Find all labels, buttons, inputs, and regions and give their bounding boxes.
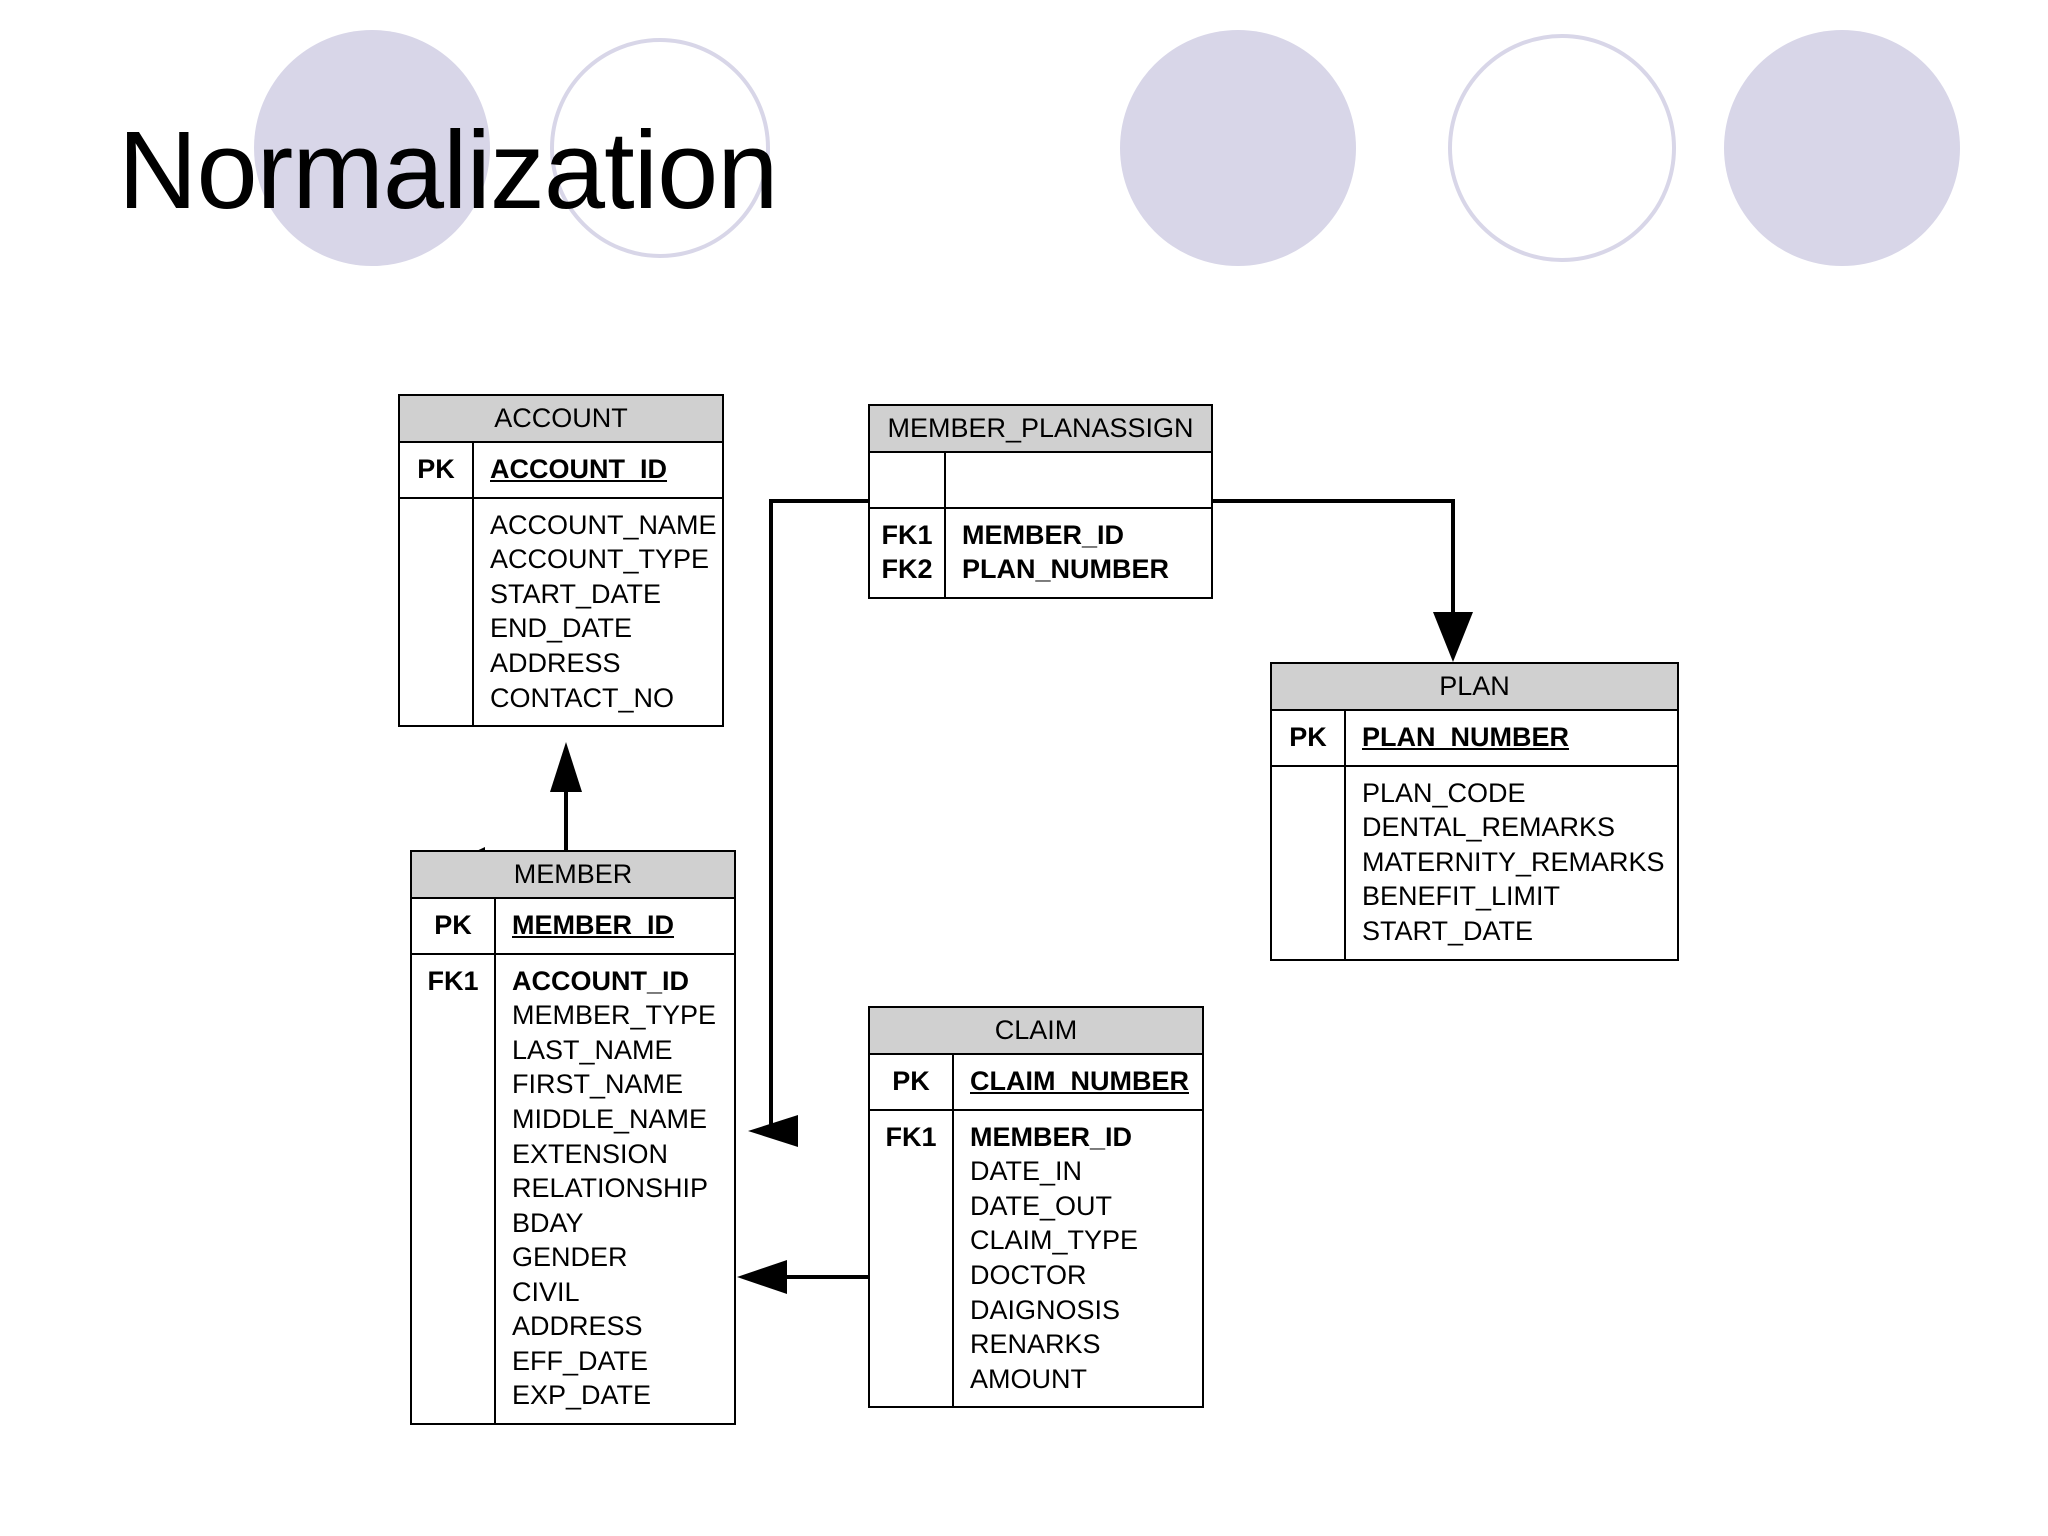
attribute: EXP_DATE [512,1380,652,1411]
attribute: CONTACT_NO [490,682,675,713]
entity-member-title: MEMBER [412,852,734,900]
attribute: BENEFIT_LIMIT [1362,881,1561,912]
attribute: CIVIL [512,1276,580,1307]
attribute: MEMBER_ID [512,910,675,941]
attribute: BDAY [512,1207,584,1238]
attribute: GENDER [512,1242,628,1273]
attribute: MEMBER_ID [962,519,1125,550]
attribute: DATE_IN [970,1156,1083,1187]
entity-plan-attr-keycol [1272,766,1346,959]
entity-claim[interactable]: CLAIM PK CLAIM_NUMBER FK1 MEMBER_ID DATE… [868,1006,1204,1409]
attribute: DENTAL_REMARKS [1362,812,1616,843]
attribute: DATE_OUT [970,1190,1113,1221]
entity-claim-fk-labels: FK1 [870,1110,954,1407]
entity-member-attr-list: ACCOUNT_ID MEMBER_TYPE LAST_NAME FIRST_N… [496,955,734,1423]
entity-account-attr-keycol [400,498,474,726]
connector-member-to-account-line [550,742,582,855]
entity-plan-pk-list: PLAN_NUMBER [1346,711,1677,765]
entity-claim-key-label: PK [870,1055,954,1109]
attribute: PLAN_CODE [1362,777,1526,808]
connector-planassign-to-member [748,499,870,1147]
attribute: MIDDLE_NAME [512,1103,708,1134]
entity-member-planassign-attr-section: FK1 FK2 MEMBER_ID PLAN_NUMBER [870,508,1211,597]
attribute: EFF_DATE [512,1345,649,1376]
attribute: LAST_NAME [512,1034,673,1065]
entity-plan-attr-list: PLAN_CODE DENTAL_REMARKS MATERNITY_REMAR… [1346,767,1677,959]
entity-member-attr-section: FK1 ACCOUNT_ID MEMBER_TYPE LAST_NAME FIR… [412,954,734,1423]
attribute: ACCOUNT_ID [512,965,690,996]
entity-member-key-label: PK [412,899,496,953]
attribute: END_DATE [490,613,633,644]
entity-account-body: PK ACCOUNT_ID ACCOUNT_NAME ACCOUNT_TYPE … [400,443,722,726]
attribute: ACCOUNT_ID [490,454,668,485]
entity-account-key-label: PK [400,443,474,497]
attribute: MEMBER_ID [970,1121,1133,1152]
entity-plan-title: PLAN [1272,664,1677,712]
attribute: START_DATE [1362,915,1534,946]
fk-label: FK1 [427,965,479,996]
attribute: ADDRESS [490,647,621,678]
attribute: DAIGNOSIS [970,1294,1121,1325]
entity-member-planassign-pk-list [946,453,1211,507]
attribute: START_DATE [490,578,662,609]
entity-claim-attr-section: FK1 MEMBER_ID DATE_IN DATE_OUT CLAIM_TYP… [870,1110,1202,1407]
entity-account-attr-section: ACCOUNT_NAME ACCOUNT_TYPE START_DATE END… [400,498,722,726]
entity-member[interactable]: MEMBER PK MEMBER_ID FK1 ACCOUNT_ID MEMBE… [410,850,736,1425]
attribute: MEMBER_TYPE [512,1000,717,1031]
entity-account-key-section: PK ACCOUNT_ID [400,443,722,499]
decor-circle-3 [1120,30,1356,266]
attribute: ACCOUNT_NAME [490,509,717,540]
fk-label: FK1 [881,519,933,550]
attribute: EXTENSION [512,1138,669,1169]
entity-member-planassign-body: FK1 FK2 MEMBER_ID PLAN_NUMBER [870,453,1211,597]
connector-claim-to-member [737,1260,868,1294]
page-title: Normalization [118,109,778,232]
entity-account-title: ACCOUNT [400,396,722,444]
attribute: RENARKS [970,1329,1101,1360]
entity-claim-pk-list: CLAIM_NUMBER [954,1055,1202,1109]
attribute: ADDRESS [512,1311,643,1342]
decor-circle-5 [1724,30,1960,266]
entity-member-fk-labels: FK1 [412,954,496,1423]
decor-circle-2 [550,38,770,258]
entity-member-planassign[interactable]: MEMBER_PLANASSIGN FK1 FK2 MEMBER_ID PLAN… [868,404,1213,599]
attribute: PLAN_NUMBER [962,554,1170,585]
decor-circle-1 [254,30,490,266]
entity-member-planassign-key-section [870,453,1211,509]
entity-member-planassign-key-label [870,453,946,507]
entity-claim-title: CLAIM [870,1008,1202,1056]
entity-member-planassign-attr-list: MEMBER_ID PLAN_NUMBER [946,509,1211,597]
connector-planassign-to-plan [1213,499,1473,662]
entity-member-key-section: PK MEMBER_ID [412,899,734,955]
decor-circle-4 [1448,34,1676,262]
entity-member-planassign-fk-labels: FK1 FK2 [870,508,946,597]
entity-member-body: PK MEMBER_ID FK1 ACCOUNT_ID MEMBER_TYPE … [412,899,734,1423]
entity-member-pk-list: MEMBER_ID [496,899,734,953]
entity-account[interactable]: ACCOUNT PK ACCOUNT_ID ACCOUNT_NAME ACCOU… [398,394,724,728]
entity-claim-attr-list: MEMBER_ID DATE_IN DATE_OUT CLAIM_TYPE DO… [954,1111,1202,1406]
entity-claim-key-section: PK CLAIM_NUMBER [870,1055,1202,1111]
entity-account-attr-list: ACCOUNT_NAME ACCOUNT_TYPE START_DATE END… [474,499,722,725]
fk-label: FK2 [881,554,933,585]
entity-member-planassign-title: MEMBER_PLANASSIGN [870,406,1211,454]
entity-account-pk-list: ACCOUNT_ID [474,443,722,497]
attribute: RELATIONSHIP [512,1173,709,1204]
attribute: CLAIM_TYPE [970,1225,1139,1256]
attribute: MATERNITY_REMARKS [1362,846,1665,877]
entity-plan-key-section: PK PLAN_NUMBER [1272,711,1677,767]
attribute: PLAN_NUMBER [1362,722,1570,753]
attribute: DOCTOR [970,1259,1087,1290]
fk-label: FK1 [885,1121,937,1152]
attribute: FIRST_NAME [512,1069,684,1100]
entity-plan-body: PK PLAN_NUMBER PLAN_CODE DENTAL_REMARKS … [1272,711,1677,959]
entity-claim-body: PK CLAIM_NUMBER FK1 MEMBER_ID DATE_IN DA… [870,1055,1202,1407]
attribute: ACCOUNT_TYPE [490,544,710,575]
entity-plan[interactable]: PLAN PK PLAN_NUMBER PLAN_CODE DENTAL_REM… [1270,662,1679,961]
attribute: CLAIM_NUMBER [970,1066,1189,1097]
entity-plan-key-label: PK [1272,711,1346,765]
attribute: AMOUNT [970,1363,1087,1394]
entity-plan-attr-section: PLAN_CODE DENTAL_REMARKS MATERNITY_REMAR… [1272,766,1677,959]
